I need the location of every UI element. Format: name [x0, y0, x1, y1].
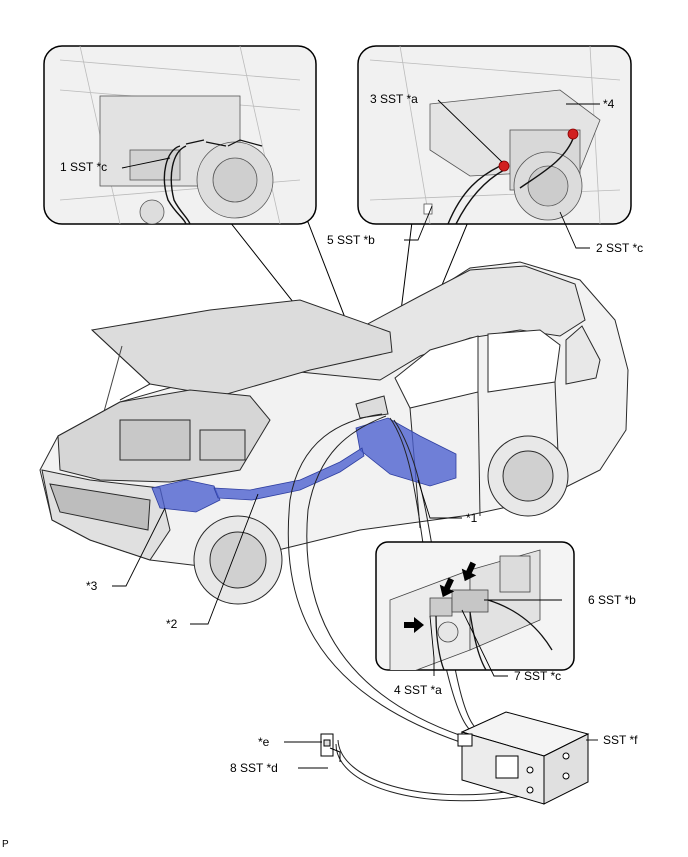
inset-c [375, 541, 575, 671]
leader-ref-2 [190, 493, 259, 625]
corner-mark: P [2, 839, 9, 850]
label-5-sst-b: 5 SST *b [327, 233, 375, 247]
leader-5-sst-b [404, 205, 433, 241]
leader-7-sst-c [461, 609, 508, 677]
inset-b [357, 45, 632, 225]
sst-charger-box-icon [457, 711, 590, 805]
inset-a [43, 45, 317, 225]
label-6-sst-b: 6 SST *b [588, 593, 636, 607]
leader-ref-3 [112, 507, 166, 587]
black-arrow-icon [404, 561, 477, 633]
leader-3-sst-a [437, 99, 503, 163]
label-4-sst-a: 4 SST *a [394, 683, 442, 697]
label-7-sst-c: 7 SST *c [514, 669, 562, 683]
leader-lines [112, 99, 600, 769]
connector-red-1 [498, 160, 510, 172]
sst-cables [287, 413, 523, 802]
leader-2-sst-c [559, 211, 590, 249]
connector-red-2 [567, 128, 579, 140]
leader-4-sst-a [429, 615, 435, 676]
leader-ref-1 [417, 479, 462, 519]
label-ref-4: *4 [603, 97, 615, 111]
wall-outlet-icon [320, 733, 341, 762]
hv-cable-highlight [213, 447, 365, 501]
label-ref-3: *3 [86, 579, 98, 593]
label-8-sst-d: 8 SST *d [230, 761, 278, 775]
label-2-sst-c: 2 SST *c [596, 241, 644, 255]
pcu-highlight [151, 479, 221, 513]
label-3-sst-a: 3 SST *a [370, 92, 418, 106]
leader-1-sst-c [121, 157, 171, 169]
label-1-sst-c: 1 SST *c [60, 160, 108, 174]
label-ref-1: *1 [466, 511, 478, 525]
label-ref-2: *2 [166, 617, 178, 631]
label-ref-e: *e [258, 735, 270, 749]
label-sst-f: SST *f [603, 733, 638, 747]
